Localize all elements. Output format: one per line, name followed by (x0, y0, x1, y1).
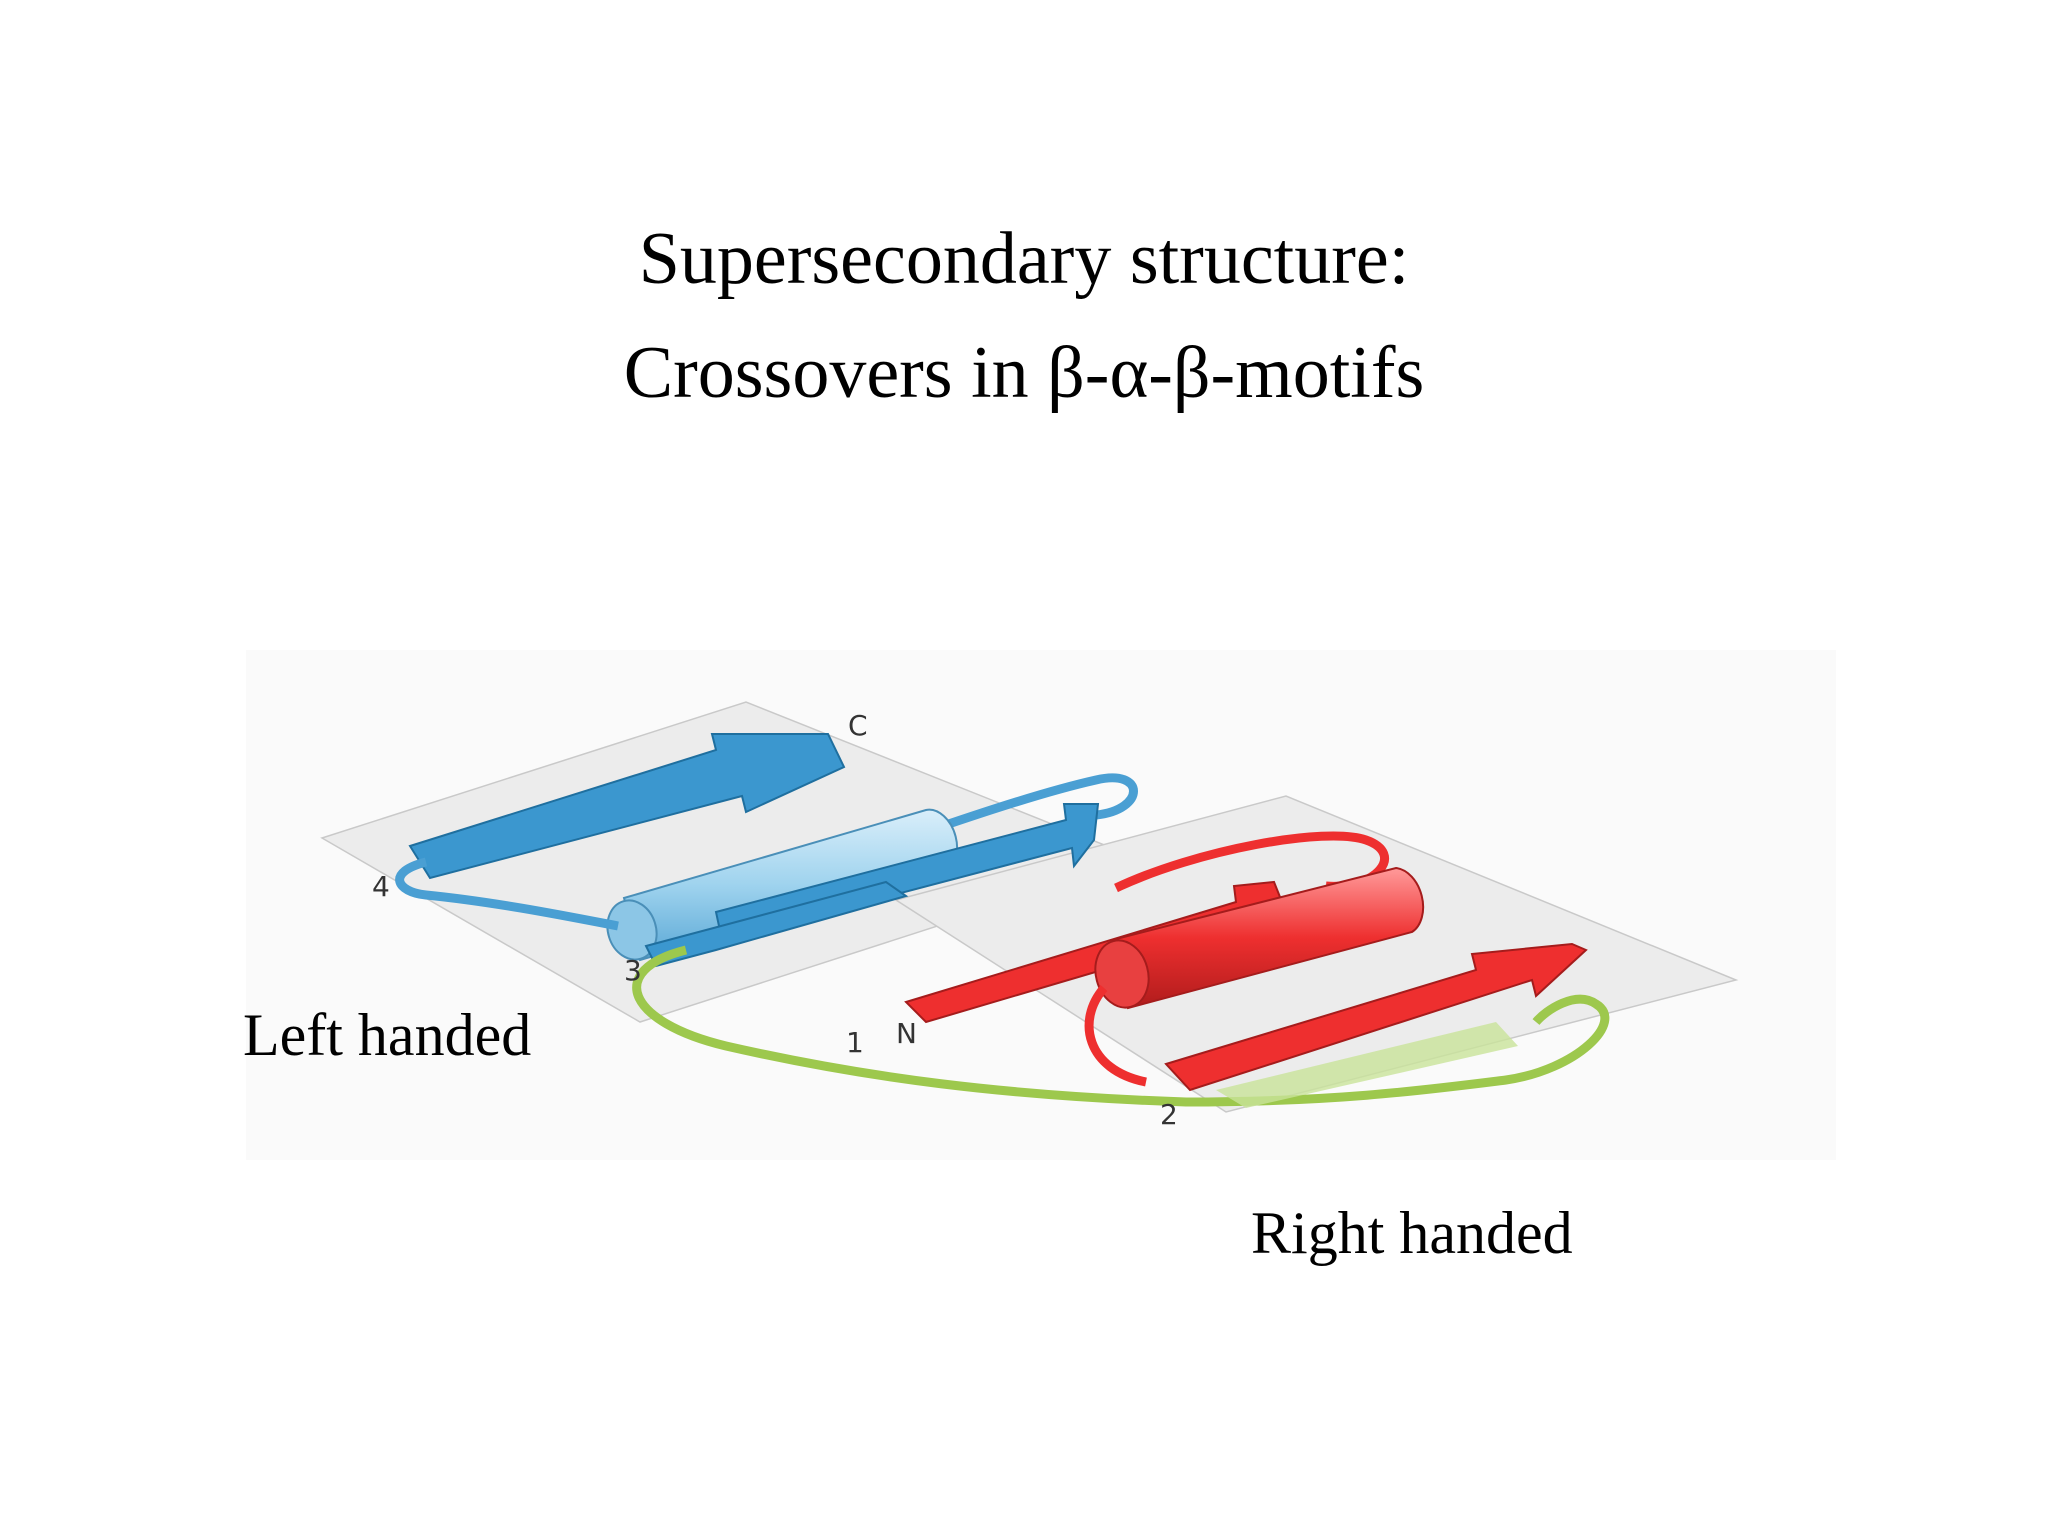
strand-red-2 (1164, 942, 1588, 1092)
strand-blue-1 (408, 733, 846, 880)
caption-left-handed: Left handed (243, 1002, 532, 1068)
helix-red (1110, 866, 1425, 1010)
beta-alpha-beta-diagram: C N 1 2 3 4 (246, 650, 1836, 1160)
label-loop-1: 1 (846, 1026, 864, 1059)
label-c-terminus: C (848, 709, 868, 742)
helix-blue-end (606, 899, 658, 961)
loop-green-connector (632, 945, 1610, 1107)
loop-red-2 (1084, 985, 1147, 1087)
caption-right-handed: Right handed (1251, 1200, 1573, 1266)
green-shadow (1216, 1022, 1518, 1108)
title-line-1: Supersecondary structure: (638, 218, 1410, 300)
label-n-terminus: N (896, 1017, 917, 1050)
label-loop-2: 2 (1160, 1098, 1178, 1131)
loop-blue-4 (395, 857, 619, 931)
label-loop-4: 4 (372, 870, 390, 903)
helix-red-end (1094, 939, 1150, 1009)
title-line-2: Crossovers in β-α-β-motifs (623, 332, 1425, 414)
label-loop-3: 3 (624, 954, 642, 987)
